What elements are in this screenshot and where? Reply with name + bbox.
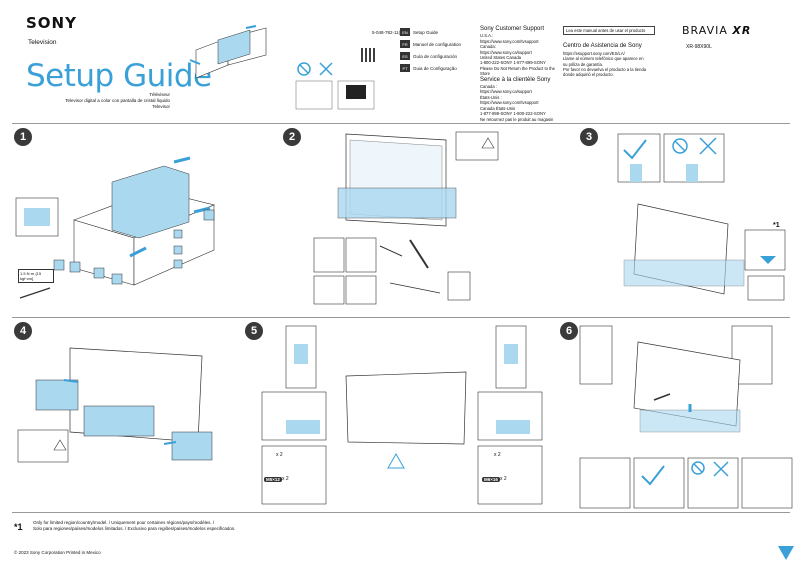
series-plain: BRAVIA — [682, 24, 733, 37]
step-5-badge: 5 — [245, 322, 263, 340]
support-line: Please Do Not Return the Product to the … — [480, 65, 555, 77]
step-5-illustration — [261, 325, 543, 505]
footnote-text: Only for limited region/country/model. /… — [33, 520, 393, 532]
support-en-fr: Sony Customer Support U.S.A.: https://ww… — [480, 26, 560, 122]
language-label: Guía de configuración — [413, 53, 458, 59]
support-en-heading: Sony Customer Support — [480, 26, 545, 32]
screw-count: x 2 — [276, 452, 283, 458]
support-line: Por favor no devuelva el producto a la t… — [563, 67, 647, 73]
support-link[interactable]: https://www.sony.com/tvsupport — [480, 38, 539, 44]
step-2-badge: 2 — [283, 128, 301, 146]
screw-count: x 2 — [500, 476, 507, 482]
subtitle-block: Téléviseur Televisor digital a color con… — [30, 92, 170, 110]
footnote-marker: *1 — [14, 522, 23, 532]
screw-size: M5×12 — [264, 477, 282, 482]
support-link[interactable]: https://www.sony.ca/support — [480, 89, 532, 95]
page-title: Setup Guide — [26, 58, 212, 94]
screw-size: M6×16 — [482, 477, 500, 482]
support-fr-heading: Service à la clientèle Sony — [480, 76, 551, 83]
screwdriver-icon — [19, 287, 51, 299]
product-type: Television — [28, 39, 57, 46]
divider — [12, 512, 790, 513]
screw-tag: M5×12 — [264, 468, 282, 486]
footnote-line: Solo para regiones/países/modelos limita… — [33, 526, 236, 531]
support-line: U.S.A.: — [480, 33, 494, 39]
step-1-badge: 1 — [14, 128, 32, 146]
support-line: Canada : — [480, 84, 497, 90]
support-line: Canada États-Unis — [480, 105, 516, 111]
divider — [12, 123, 790, 124]
screw-count: x 2 — [494, 452, 501, 458]
box-top-illustration — [189, 25, 267, 79]
part-number: 5-048-782-11(1) — [372, 30, 405, 35]
language-code: PT — [400, 64, 410, 72]
language-label: Guia de Configuração — [413, 65, 457, 71]
step-4-badge: 4 — [14, 322, 32, 340]
step-6-badge: 6 — [560, 322, 578, 340]
support-line: États-Unis : — [480, 94, 502, 100]
support-line: Canada: — [480, 44, 496, 50]
qr-code-icon — [361, 48, 375, 62]
language-code: EN — [400, 28, 410, 36]
footnote-marker: *1 — [773, 222, 780, 229]
subtitle-pt: Televisor — [152, 104, 170, 109]
language-label: Manuel de configuration — [413, 41, 462, 47]
footnote-line: Only for limited region/country/model. /… — [33, 520, 215, 525]
step-6-illustration — [579, 325, 793, 509]
divider — [12, 317, 790, 318]
language-code: ES — [400, 52, 410, 60]
no-lift-illustration — [295, 62, 375, 110]
series-logo: BRAVIA XR — [682, 24, 751, 37]
screw-count: x 2 — [282, 476, 289, 482]
subtitle-es: Televisor digital a color con pantalla d… — [65, 98, 170, 103]
support-line: 1-877-899-SONY 1-800-222-SONY — [480, 111, 546, 117]
support-es: Lea este manual antes de usar el product… — [563, 26, 655, 78]
support-line: su póliza de garantía. — [563, 61, 604, 67]
support-line: Ne retournez pas le produit au magasin — [480, 116, 554, 122]
subtitle-fr: Téléviseur — [149, 92, 170, 97]
step-2-illustration — [313, 131, 499, 305]
copyright: © 2023 Sony Corporation Printed in Mexic… — [14, 550, 101, 555]
model-number: XR-98X90L — [686, 44, 712, 50]
step-3-badge: 3 — [580, 128, 598, 146]
support-link[interactable]: https://www.sony.com/tvsupport — [480, 100, 539, 106]
support-line: Llame al número telefónico que aparece e… — [563, 56, 644, 62]
support-line: 1-800-222-SONY 1-877-899-SONY — [480, 60, 546, 66]
torque-note: 1.5 N·m {15 kgf·cm} — [18, 269, 54, 283]
support-link[interactable]: https://www.sony.ca/support — [480, 49, 532, 55]
step-3-illustration — [617, 133, 786, 301]
language-label: Setup Guide — [413, 29, 439, 35]
support-es-heading: Centro de Asistencia de Sony — [563, 43, 642, 50]
screw-tag: M6×16 — [482, 468, 500, 486]
corner-arrow-icon — [778, 546, 794, 560]
step-1-illustration — [15, 156, 215, 286]
series-bold: XR — [732, 24, 752, 37]
support-link[interactable]: https://esupport.sony.com/ES/LA/ — [563, 50, 625, 56]
support-line: donde adquirió el producto. — [563, 72, 614, 78]
read-manual-note: Lea este manual antes de usar el product… — [563, 26, 655, 36]
step-4-illustration — [17, 347, 213, 463]
language-code: FR — [400, 40, 410, 48]
support-line: United States Canada — [480, 55, 521, 61]
brand-logo: SONY — [26, 14, 77, 32]
